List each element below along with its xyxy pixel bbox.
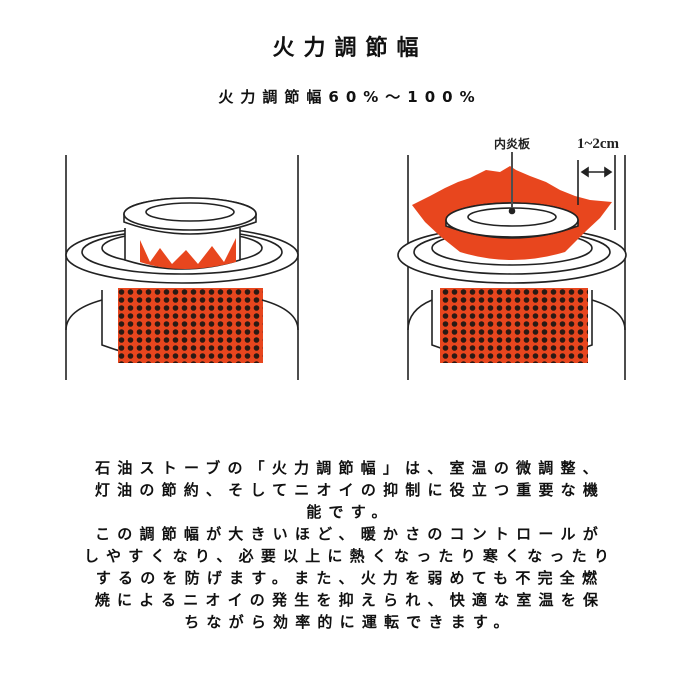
stove-low-flame xyxy=(65,155,299,380)
description-line: この調節幅が大きいほど、暖かさのコントロールが xyxy=(95,525,605,543)
stove-high-flame xyxy=(397,152,627,380)
inner-flame-plate-label: 内炎板 xyxy=(494,136,531,151)
description-line: しやすくなり、必要以上に熱くなったり寒くなったり xyxy=(83,547,617,565)
page-title: 火力調節幅 xyxy=(272,36,428,61)
description-line: 灯油の節約、そしてニオイの抑制に役立つ重要な機 xyxy=(94,481,606,499)
description-line: 能です。 xyxy=(306,503,394,521)
page-subtitle: 火力調節幅60%～100% xyxy=(218,88,482,106)
description-line: 石油ストーブの「火力調節幅」は、室温の微調整、 xyxy=(95,459,605,477)
gap-label: 1~2cm xyxy=(577,136,619,152)
description-text: 石油ストーブの「火力調節幅」は、室温の微調整、 灯油の節約、そしてニオイの抑制に… xyxy=(40,457,660,633)
description-line: 焼によるニオイの発生を抑えられ、快適な室温を保 xyxy=(94,591,606,609)
description-line: するのを防げます。また、火力を弱めても不完全燃 xyxy=(95,569,605,587)
description-line: ちながら効率的に運転できます。 xyxy=(184,613,516,631)
stove-comparison-illustration: 内炎板 1~2cm xyxy=(65,136,627,380)
